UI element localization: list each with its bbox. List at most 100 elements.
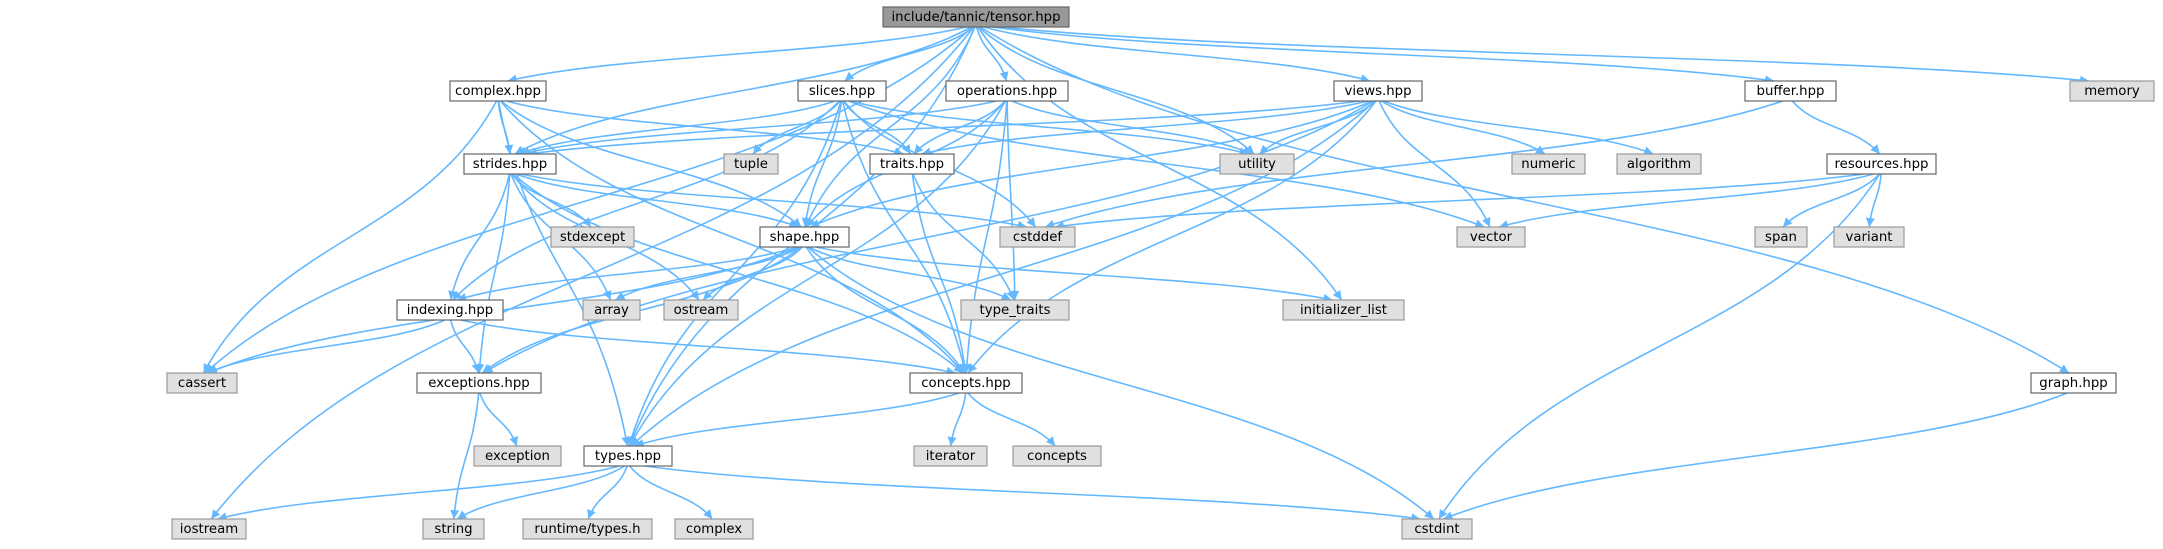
node-box [913,445,988,467]
node-box [1744,80,1837,102]
node-label: types.hpp [595,449,661,464]
node-operations-hpp[interactable]: operations.hpp [945,80,1069,102]
node-label: strides.hpp [473,157,547,172]
node-box [909,372,1023,394]
node-vector: vector [1456,226,1526,248]
node-views-hpp[interactable]: views.hpp [1333,80,1423,102]
node-label: memory [2084,84,2140,99]
node-label: stdexcept [560,230,625,245]
edge-exceptions_hpp-to-string [450,392,480,520]
node-label: complex [686,522,742,537]
node-label: string [434,522,472,537]
node-ostream: ostream [663,299,739,321]
node-box [416,372,542,394]
node-root: include/tannic/tensor.hpp [882,6,1070,28]
node-label: array [594,303,629,318]
node-box [463,153,557,175]
edge-complex_hpp-to-traits_hpp [506,100,904,157]
node-string: string [422,518,485,540]
node-traits-hpp[interactable]: traits.hpp [869,153,955,175]
edge-strides_hpp-to-cstddef [520,173,1027,230]
node-box [945,80,1069,102]
edge-types_hpp-to-cstdint [644,465,1421,523]
edge-slices_hpp-to-vector [848,100,1485,228]
node-layer: include/tannic/tensor.hpp complex.hpp slic… [166,6,2155,540]
node-box [396,299,504,321]
edge-views_hpp-to-strides_hpp [527,100,1361,158]
edge-views_hpp-to-exceptions_hpp [483,100,1374,374]
edge-types_hpp-to-string [456,465,625,520]
node-label: span [1765,230,1797,245]
node-box [1456,226,1526,248]
edge-views_hpp-to-numeric [1381,100,1546,155]
edge-root-to-operations_hpp [975,26,1009,82]
node-label: complex.hpp [455,84,541,99]
node-label: buffer.hpp [1757,84,1825,99]
node-buffer-hpp[interactable]: buffer.hpp [1744,80,1837,102]
edge-resources_hpp-to-cstddef [1054,173,1865,231]
edge-buffer_hpp-to-resources_hpp [1791,100,1881,155]
node-complex: complex [674,518,754,540]
edge-traits_hpp-to-concepts_hpp [911,173,969,374]
node-label: cstddef [1013,230,1063,245]
node-label: type_traits [979,303,1050,318]
edge-indexing_hpp-to-exceptions_hpp [449,319,481,374]
node-slices-hpp[interactable]: slices.hpp [797,80,887,102]
node-box [522,518,653,540]
node-utility: utility [1219,153,1295,175]
node-label: resources.hpp [1835,157,1929,172]
edge-concepts_hpp-to-iterator [947,392,967,447]
edge-root-to-buffer_hpp [992,26,1775,85]
edge-root-to-strides_hpp [514,26,972,155]
edge-graph_hpp-to-cstdint [1443,392,2068,520]
node-array: array [582,299,641,321]
edge-types_hpp-to-runtime_types_h [587,465,628,520]
node-box [1616,153,1702,175]
edge-root-to-complex_hpp [507,26,967,84]
edge-complex_hpp-to-cassert [202,100,498,374]
node-strides-hpp[interactable]: strides.hpp [463,153,557,175]
node-box [882,6,1070,28]
node-box [674,518,754,540]
edge-shape_hpp-to-initializer_list [815,246,1333,303]
edge-indexing_hpp-to-concepts_hpp [460,319,956,376]
node-box [759,226,850,248]
node-concepts-hpp[interactable]: concepts.hpp [909,372,1023,394]
node-label: views.hpp [1344,84,1411,99]
node-exception: exception [473,445,562,467]
node-label: cstdint [1414,522,1459,537]
node-label: iostream [180,522,238,537]
node-exceptions-hpp[interactable]: exceptions.hpp [416,372,542,394]
edge-root-to-views_hpp [983,26,1371,83]
node-complex-hpp[interactable]: complex.hpp [449,80,547,102]
node-box [869,153,955,175]
edge-complex_hpp-to-shape_hpp [500,100,802,228]
node-shape-hpp[interactable]: shape.hpp [759,226,850,248]
node-label: tuple [734,157,768,172]
node-box [1511,153,1586,175]
edge-views_hpp-to-concepts_hpp [967,100,1377,374]
node-cstdint: cstdint [1401,518,1473,540]
edge-shape_hpp-to-type_traits [808,246,1012,301]
node-resources-hpp[interactable]: resources.hpp [1826,153,1937,175]
edge-operations_hpp-to-strides_hpp [520,100,997,157]
node-label: vector [1470,230,1513,245]
edge-operations_hpp-to-types_hpp [628,100,1007,447]
node-box [449,80,547,102]
node-label: concepts [1027,449,1087,464]
node-label: algorithm [1627,157,1691,172]
node-types-hpp[interactable]: types.hpp [583,445,673,467]
node-cassert: cassert [166,372,238,394]
edge-operations_hpp-to-type_traits [1006,100,1020,301]
node-box [1401,518,1473,540]
node-label: exception [485,449,550,464]
node-label: cassert [178,376,226,391]
edge-operations_hpp-to-utility [1011,100,1253,155]
node-box [797,80,887,102]
node-label: shape.hpp [770,230,840,245]
edge-shape_hpp-to-array [615,246,801,301]
node-label: utility [1238,157,1276,172]
node-graph-hpp[interactable]: graph.hpp [2030,372,2117,394]
node-indexing-hpp[interactable]: indexing.hpp [396,299,504,321]
edge-shape_hpp-to-ostream [702,246,803,301]
